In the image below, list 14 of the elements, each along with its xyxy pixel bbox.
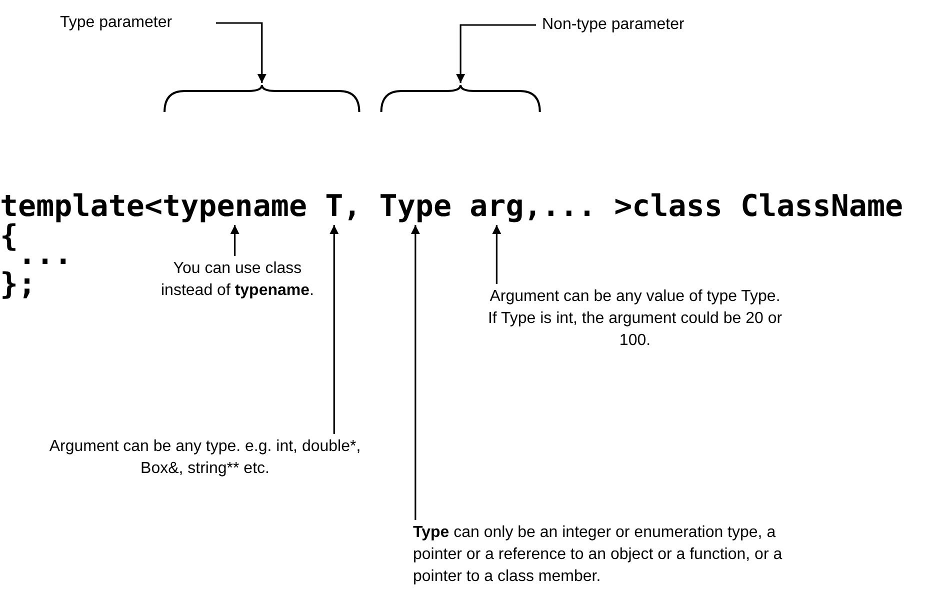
curly-brace	[164, 84, 360, 112]
leader-line	[492, 225, 502, 284]
leader-line	[330, 225, 339, 434]
annotation-text: Argument can be any value of type Type. If Type is int, the argument could be 20 or 100.	[485, 286, 785, 352]
annotation-text: You can use class instead of typename.	[150, 258, 325, 302]
annotation-text: Type parameter	[60, 12, 210, 34]
annotation-text: Type can only be an integer or enumeration type, a pointer or a reference to an object or a function, or a pointer to a class member.	[413, 522, 803, 588]
annotation-text: Argument can be any type. e.g. int, double*, Box&, string** etc.	[30, 436, 380, 480]
leader-line	[456, 24, 536, 83]
annotation-text: Non-type parameter	[542, 14, 722, 36]
leader-line	[230, 225, 240, 256]
leader-line	[216, 22, 266, 83]
leader-line	[410, 225, 420, 520]
curly-brace	[380, 84, 541, 112]
